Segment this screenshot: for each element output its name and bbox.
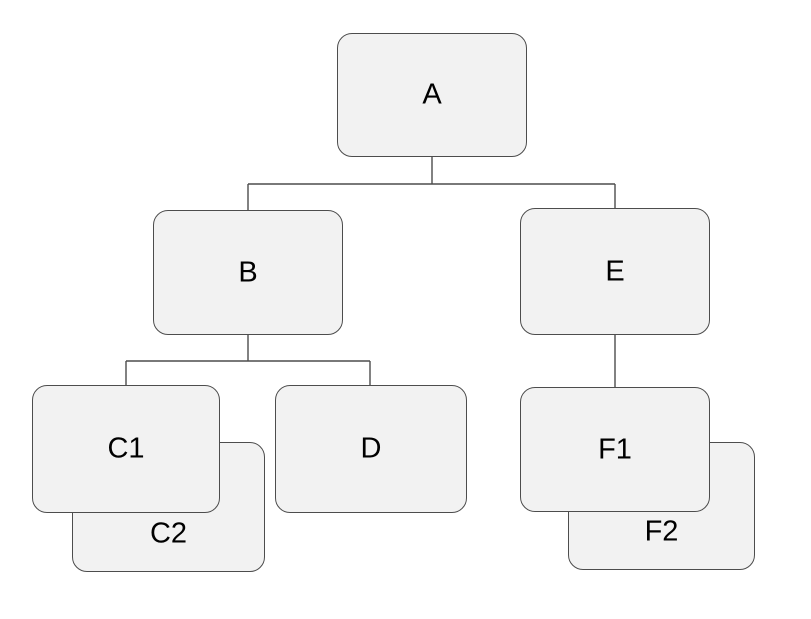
node-f2-label: F2 [644, 515, 679, 548]
node-d-label: D [360, 432, 382, 465]
node-b[interactable]: B [153, 210, 343, 335]
node-a[interactable]: A [337, 33, 527, 157]
node-a-label: A [422, 78, 442, 111]
node-c1-label: C1 [107, 432, 145, 465]
node-f1[interactable]: F1 [520, 387, 710, 512]
node-c1[interactable]: C1 [32, 385, 220, 513]
node-e-label: E [605, 255, 625, 287]
node-e[interactable]: E [520, 208, 710, 335]
node-c2-label: C2 [149, 517, 188, 550]
node-f1-label: F1 [598, 433, 632, 465]
node-b-label: B [238, 256, 258, 288]
node-d[interactable]: D [275, 385, 467, 513]
